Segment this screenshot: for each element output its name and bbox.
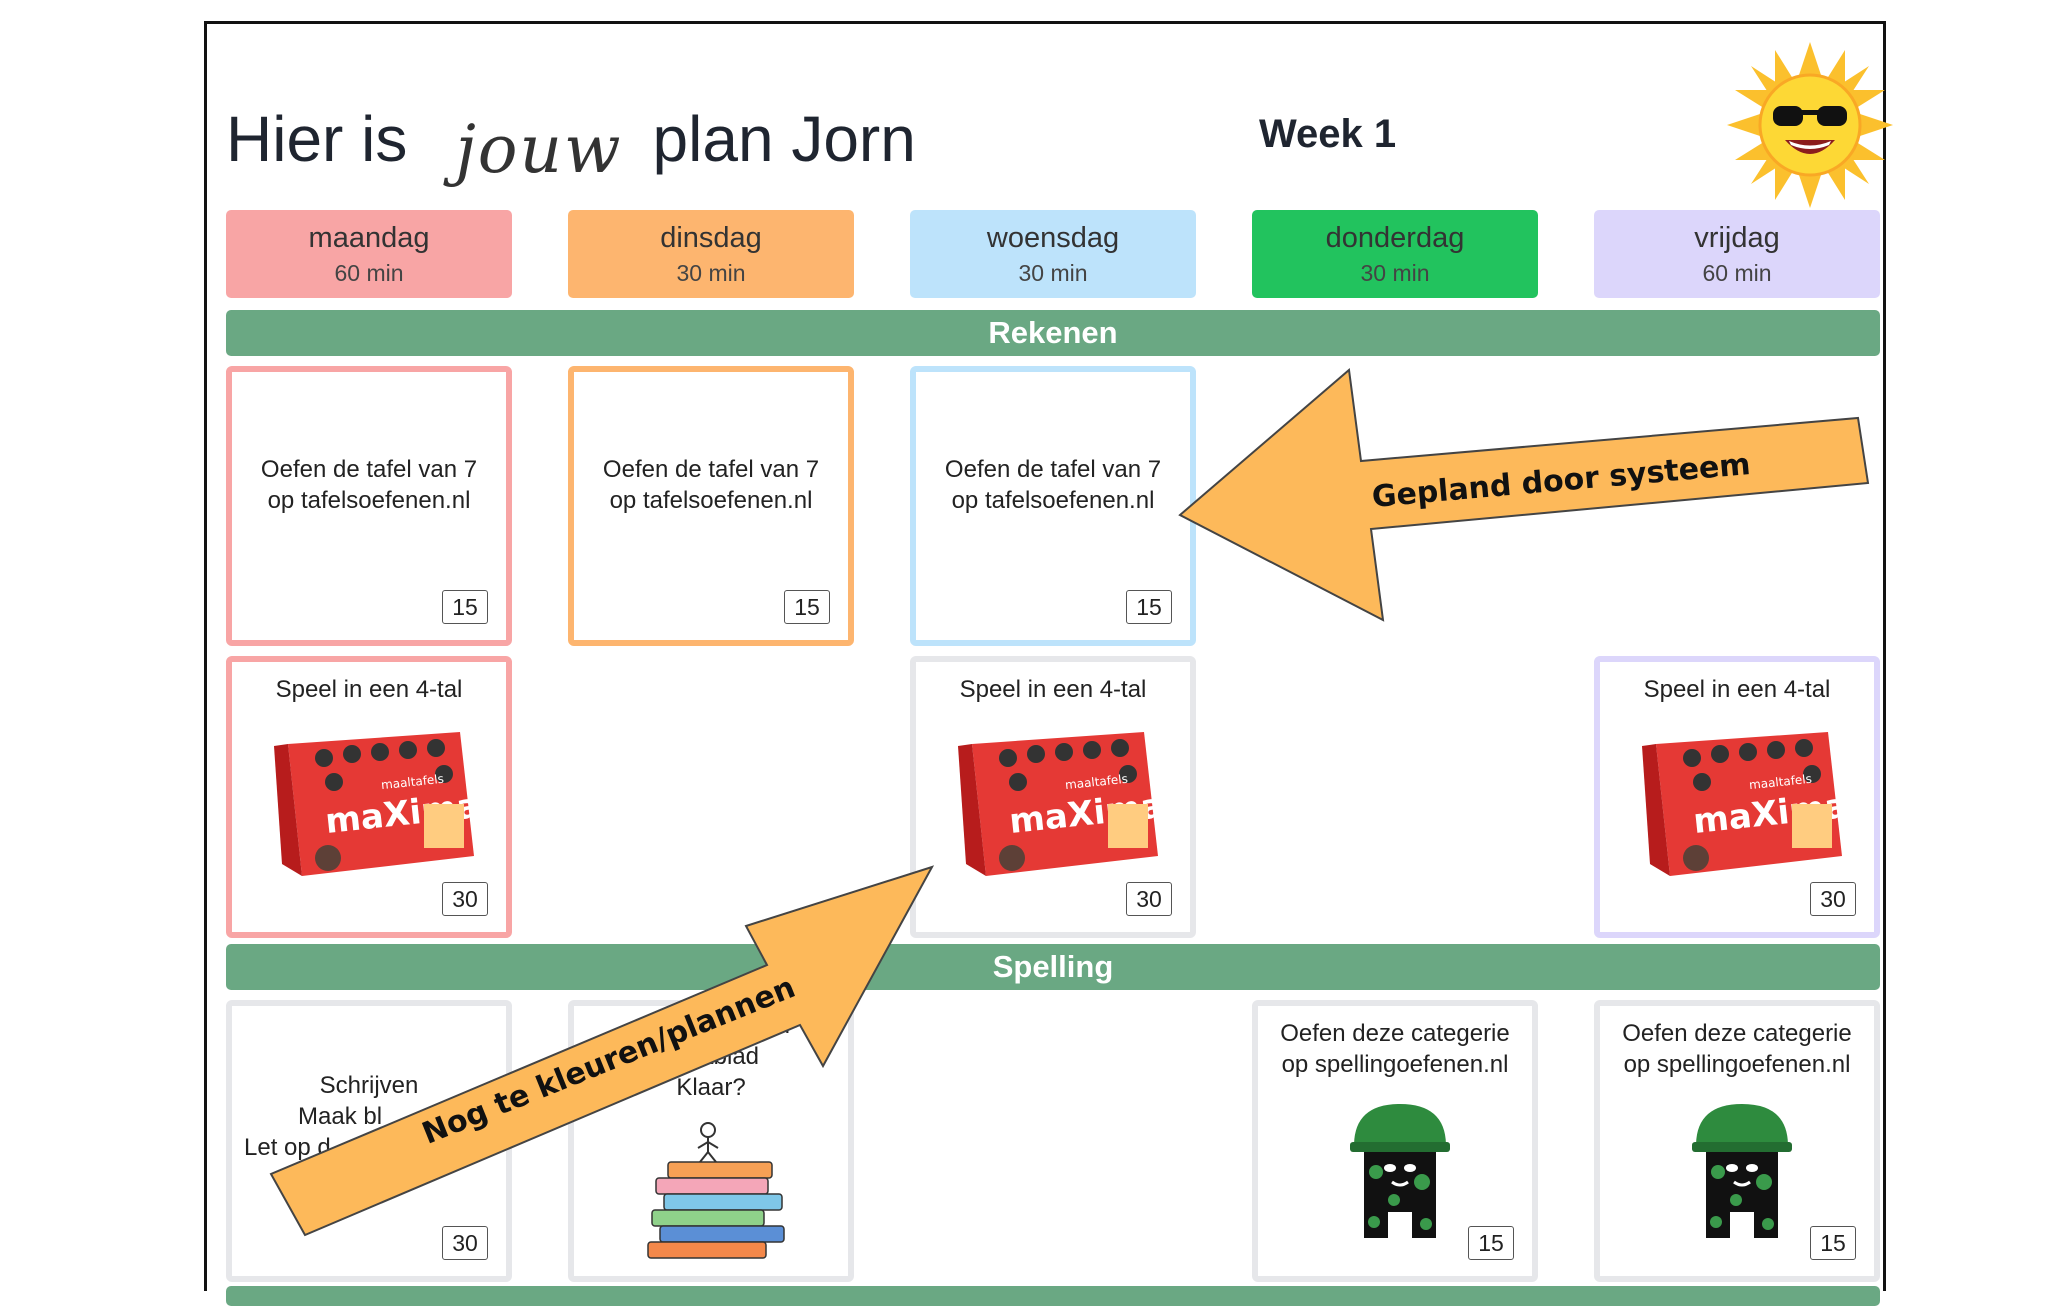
day-minutes: 60 min — [334, 260, 404, 286]
task-title: Speel in een 4-tal — [275, 676, 463, 703]
task-line: op spellingoefenen.nl — [1623, 1051, 1851, 1078]
task-title: Speel in een 4-tal — [959, 676, 1147, 703]
minutes-badge: 15 — [442, 590, 488, 624]
task-line-end: s — [482, 1134, 494, 1161]
game-sub-text: maaltafels — [1748, 772, 1812, 793]
minutes-badge: 15 — [1468, 1226, 1514, 1260]
game-sub-text: maaltafels — [1064, 772, 1128, 793]
minutes-badge: 15 — [1126, 590, 1172, 624]
task-line: op tafelsoefenen.nl — [267, 487, 471, 514]
task-card-tafel-maandag[interactable]: Oefen de tafel van 7 op tafelsoefenen.nl… — [226, 366, 512, 646]
day-minutes: 60 min — [1702, 260, 1772, 286]
page-title: Hier is jouw plan Jorn — [226, 79, 916, 199]
day-header-vrijdag[interactable]: vrijdag 60 min — [1594, 210, 1880, 298]
task-card-schrijven-maandag[interactable]: Schrijven Maak bl Let op d s 30 — [226, 1000, 512, 1282]
minutes-badge: 30 — [1126, 882, 1172, 916]
section-rekenen: Rekenen — [226, 310, 1880, 356]
day-name: dinsdag — [660, 222, 762, 254]
task-card-tafel-dinsdag[interactable]: Oefen de tafel van 7 op tafelsoefenen.nl… — [568, 366, 854, 646]
section-next — [226, 1286, 1880, 1306]
maximaal-game-box-image: maXimaal maaltafels — [274, 732, 482, 876]
task-title: Speel in een 4-tal — [1643, 676, 1831, 703]
task-line: Oefen de tafel van 7 — [944, 456, 1162, 483]
task-line: Oefen de tafel van 7 — [260, 456, 478, 483]
title-after: plan Jorn — [652, 103, 916, 175]
minutes-badge: 30 — [442, 1226, 488, 1260]
task-line: op tafelsoefenen.nl — [609, 487, 813, 514]
task-card-tafel-woensdag[interactable]: Oefen de tafel van 7 op tafelsoefenen.nl… — [910, 366, 1196, 646]
minutes-badge: 30 — [442, 882, 488, 916]
day-header-maandag[interactable]: maandag 60 min — [226, 210, 512, 298]
day-header-woensdag[interactable]: woensdag 30 min — [910, 210, 1196, 298]
day-name: donderdag — [1325, 222, 1465, 254]
task-line: Schrijven — [319, 1072, 419, 1099]
game-sub-text: maaltafels — [380, 772, 444, 793]
day-header-donderdag[interactable]: donderdag 30 min — [1252, 210, 1538, 298]
day-name: maandag — [308, 222, 430, 254]
task-card-speel-maandag[interactable]: Speel in een 4-tal maXimaal maaltafels 3… — [226, 656, 512, 938]
task-line: op tafelsoefenen.nl — [951, 487, 1155, 514]
task-line: op spellingoefenen.nl — [1281, 1051, 1509, 1078]
task-card-speel-vrijdag[interactable]: Speel in een 4-tal maXimaal maaltafels 3… — [1594, 656, 1880, 938]
section-spelling: Spelling — [226, 944, 1880, 990]
camo-monster-icon — [1350, 1104, 1450, 1238]
task-card-spelling-vrijdag[interactable]: Oefen deze categerie op spellingoefenen.… — [1594, 1000, 1880, 1282]
title-before: Hier is — [226, 103, 408, 175]
camo-monster-icon — [1692, 1104, 1792, 1238]
task-line: Oefen deze categerie — [1622, 1020, 1852, 1047]
task-line: Oefen deze categerie — [1280, 1020, 1510, 1047]
stack-of-books-icon — [647, 1122, 785, 1259]
title-script-word: jouw — [455, 110, 623, 188]
plan-page: Hier is jouw plan Jorn Week 1 — [204, 21, 1893, 1306]
minutes-badge: 15 — [784, 590, 830, 624]
minutes-badge: 15 — [1810, 1226, 1856, 1260]
day-name: woensdag — [986, 222, 1120, 254]
sun-with-sunglasses-icon — [1727, 42, 1893, 208]
task-card-speel-woensdag[interactable]: Speel in een 4-tal maXimaal maaltafels 3… — [910, 656, 1196, 938]
week-label: Week 1 — [1259, 112, 1397, 156]
day-minutes: 30 min — [1018, 260, 1088, 286]
task-line: Let op d — [244, 1134, 331, 1161]
day-header-dinsdag[interactable]: dinsdag 30 min — [568, 210, 854, 298]
task-line: Oefen de tafel van 7 — [602, 456, 820, 483]
day-minutes: 30 min — [1360, 260, 1430, 286]
day-minutes: 30 min — [676, 260, 746, 286]
task-card-spelling-donderdag[interactable]: Oefen deze categerie op spellingoefenen.… — [1252, 1000, 1538, 1282]
maximaal-game-box-image: maXimaal maaltafels — [958, 732, 1166, 876]
maximaal-game-box-image: maXimaal maaltafels — [1642, 732, 1850, 876]
minutes-badge: 30 — [1810, 882, 1856, 916]
day-name: vrijdag — [1694, 222, 1780, 254]
